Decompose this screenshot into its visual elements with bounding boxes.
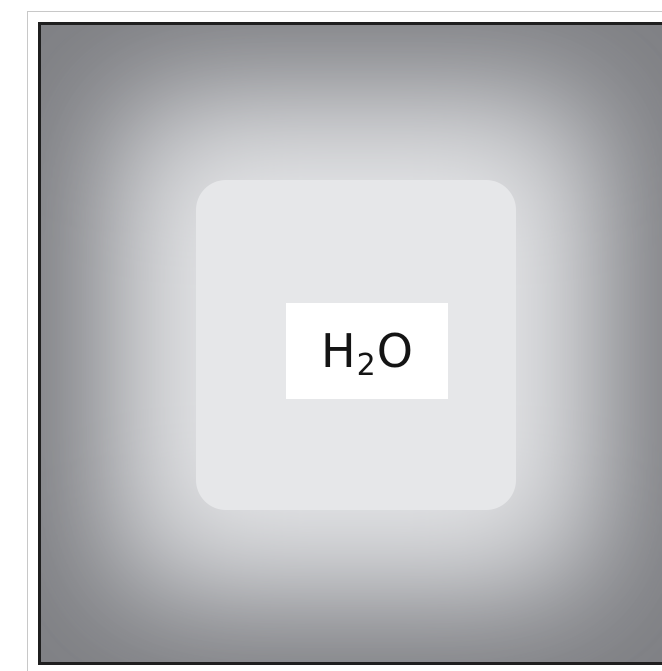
symbol-hydrogen: H	[321, 324, 356, 378]
subscript-two: 2	[356, 347, 376, 383]
symbol-oxygen: O	[376, 324, 413, 378]
